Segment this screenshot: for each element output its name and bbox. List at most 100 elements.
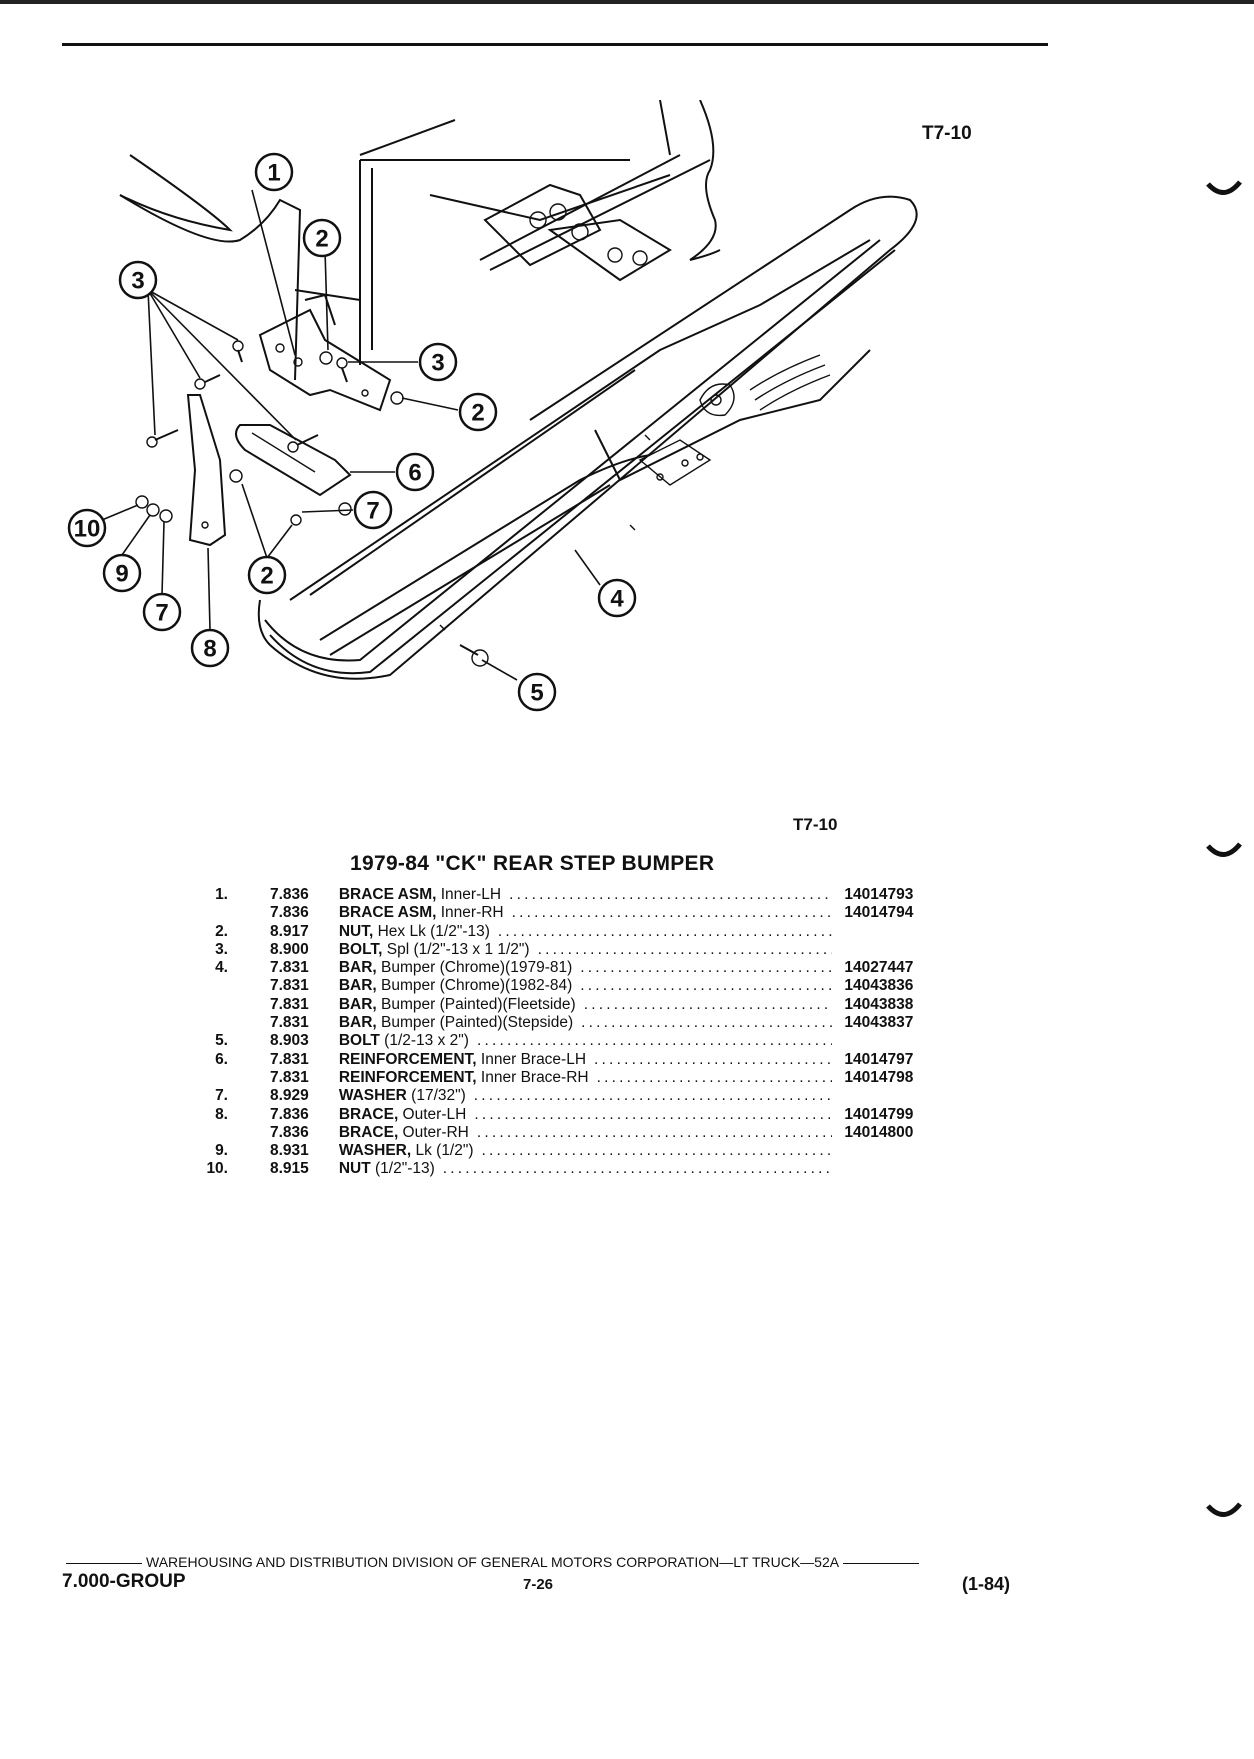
leader-dots	[477, 1032, 832, 1050]
svg-text:8: 8	[203, 636, 216, 663]
svg-text:10: 10	[74, 516, 101, 543]
part-spec: Bumper (Painted)(Fleetside)	[376, 995, 576, 1013]
outer-brace	[186, 394, 227, 547]
item-number: 2.	[215, 922, 228, 940]
item-number: 7.	[215, 1087, 228, 1105]
group-number: 7.831	[270, 977, 309, 995]
part-name: BRACE,	[338, 1123, 399, 1141]
part-name: NUT	[338, 1160, 371, 1178]
part-spec: Spl (1/2"-13 x 1 1/2")	[382, 940, 530, 958]
leader-dots	[597, 1069, 833, 1087]
part-number: 14014798	[844, 1068, 914, 1086]
callout-2-bottom: 2	[247, 555, 287, 595]
group-number: 7.836	[270, 1123, 309, 1141]
table-row: 7.831 REINFORCEMENT, Inner Brace-RH 140147…	[140, 1069, 940, 1087]
leader-dots	[474, 1087, 833, 1105]
callout-7-left: 7	[142, 592, 182, 632]
reinforcement	[235, 424, 352, 497]
svg-text:3: 3	[431, 350, 444, 377]
part-spec: (1/2"-13)	[370, 1160, 435, 1178]
part-spec: Bumper (Chrome)(1982-84)	[376, 977, 573, 995]
binding-hole-mark	[1206, 1502, 1242, 1517]
part-name: WASHER	[338, 1087, 407, 1105]
leader-dots	[580, 977, 832, 995]
part-number: 14043837	[844, 1014, 914, 1032]
callout-5: 5	[517, 672, 557, 712]
part-spec: (17/32")	[406, 1087, 466, 1105]
part-description: REINFORCEMENT, Inner Brace-LH	[339, 1051, 833, 1069]
exploded-parts-diagram: 1 2 3 3 2 6 7 2 4 5 10 9	[67, 100, 918, 712]
part-spec: Inner Brace-LH	[476, 1050, 587, 1068]
part-name: BAR,	[338, 995, 377, 1013]
part-name: BAR,	[338, 959, 377, 977]
leader-dots	[498, 923, 832, 941]
part-spec: Hex Lk (1/2"-13)	[373, 922, 490, 940]
part-name: BAR,	[338, 1014, 377, 1032]
group-number: 7.831	[270, 995, 309, 1013]
group-number: 7.831	[270, 1068, 309, 1086]
footer-rule-left	[66, 1562, 142, 1564]
svg-text:4: 4	[610, 586, 624, 613]
leader-dots	[581, 1014, 832, 1032]
part-spec: Inner-RH	[436, 904, 504, 922]
part-number: 14014797	[844, 1050, 914, 1068]
leader-dots	[509, 886, 832, 904]
group-number: 7.836	[270, 904, 309, 922]
part-spec: Bumper (Chrome)(1979-81)	[376, 959, 573, 977]
part-name: REINFORCEMENT,	[338, 1050, 477, 1068]
footer-group: 7.000-GROUP	[62, 1571, 186, 1592]
part-spec: Bumper (Painted)(Stepside)	[376, 1014, 574, 1032]
part-name: BRACE ASM,	[338, 904, 437, 922]
item-number	[140, 996, 228, 1014]
item-number: 5.	[215, 1032, 228, 1050]
svg-text:2: 2	[260, 563, 273, 590]
callout-1: 1	[254, 152, 294, 192]
leader-dots	[477, 1124, 832, 1142]
group-number: 8.903	[270, 1032, 309, 1050]
group-number: 8.917	[270, 922, 309, 940]
svg-text:2: 2	[471, 400, 484, 427]
item-number	[140, 977, 228, 995]
item-number: 10.	[206, 1160, 228, 1178]
item-number	[140, 904, 228, 922]
part-spec: Lk (1/2")	[411, 1142, 474, 1160]
part-description: REINFORCEMENT, Inner Brace-RH	[339, 1069, 833, 1087]
part-number: 14043836	[844, 977, 914, 995]
part-name: NUT,	[338, 922, 374, 940]
item-number: 6.	[215, 1050, 228, 1068]
table-row: 7.831 BAR, Bumper (Painted)(Fleetside) 140…	[140, 996, 940, 1014]
part-description: BRACE ASM, Inner-RH	[339, 904, 833, 922]
part-description: BRACE ASM, Inner-LH	[339, 886, 833, 904]
part-description: NUT, Hex Lk (1/2"-13)	[339, 923, 833, 941]
svg-text:6: 6	[408, 460, 421, 487]
leader-dots	[482, 1142, 833, 1160]
item-number	[140, 1124, 228, 1142]
callout-10: 10	[67, 508, 107, 548]
top-rule	[62, 43, 1048, 46]
leader-dots	[580, 959, 832, 977]
group-number: 7.831	[270, 959, 309, 977]
svg-text:2: 2	[315, 226, 328, 253]
item-number: 3.	[215, 940, 228, 958]
callout-2-top: 2	[302, 218, 342, 258]
part-description: BAR, Bumper (Painted)(Stepside)	[339, 1014, 833, 1032]
scan-edge	[0, 0, 1254, 4]
part-number: 14043838	[844, 995, 914, 1013]
group-number: 8.900	[270, 940, 309, 958]
part-name: BAR,	[338, 977, 377, 995]
table-row: 2. 8.917 NUT, Hex Lk (1/2"-13)	[140, 923, 940, 941]
part-name: REINFORCEMENT,	[338, 1068, 477, 1086]
part-description: BAR, Bumper (Chrome)(1982-84)	[339, 977, 833, 995]
footer-date: (1-84)	[962, 1574, 1011, 1594]
part-number: 14014800	[844, 1123, 914, 1141]
callout-6: 6	[395, 452, 435, 492]
leader-dots	[584, 996, 833, 1014]
